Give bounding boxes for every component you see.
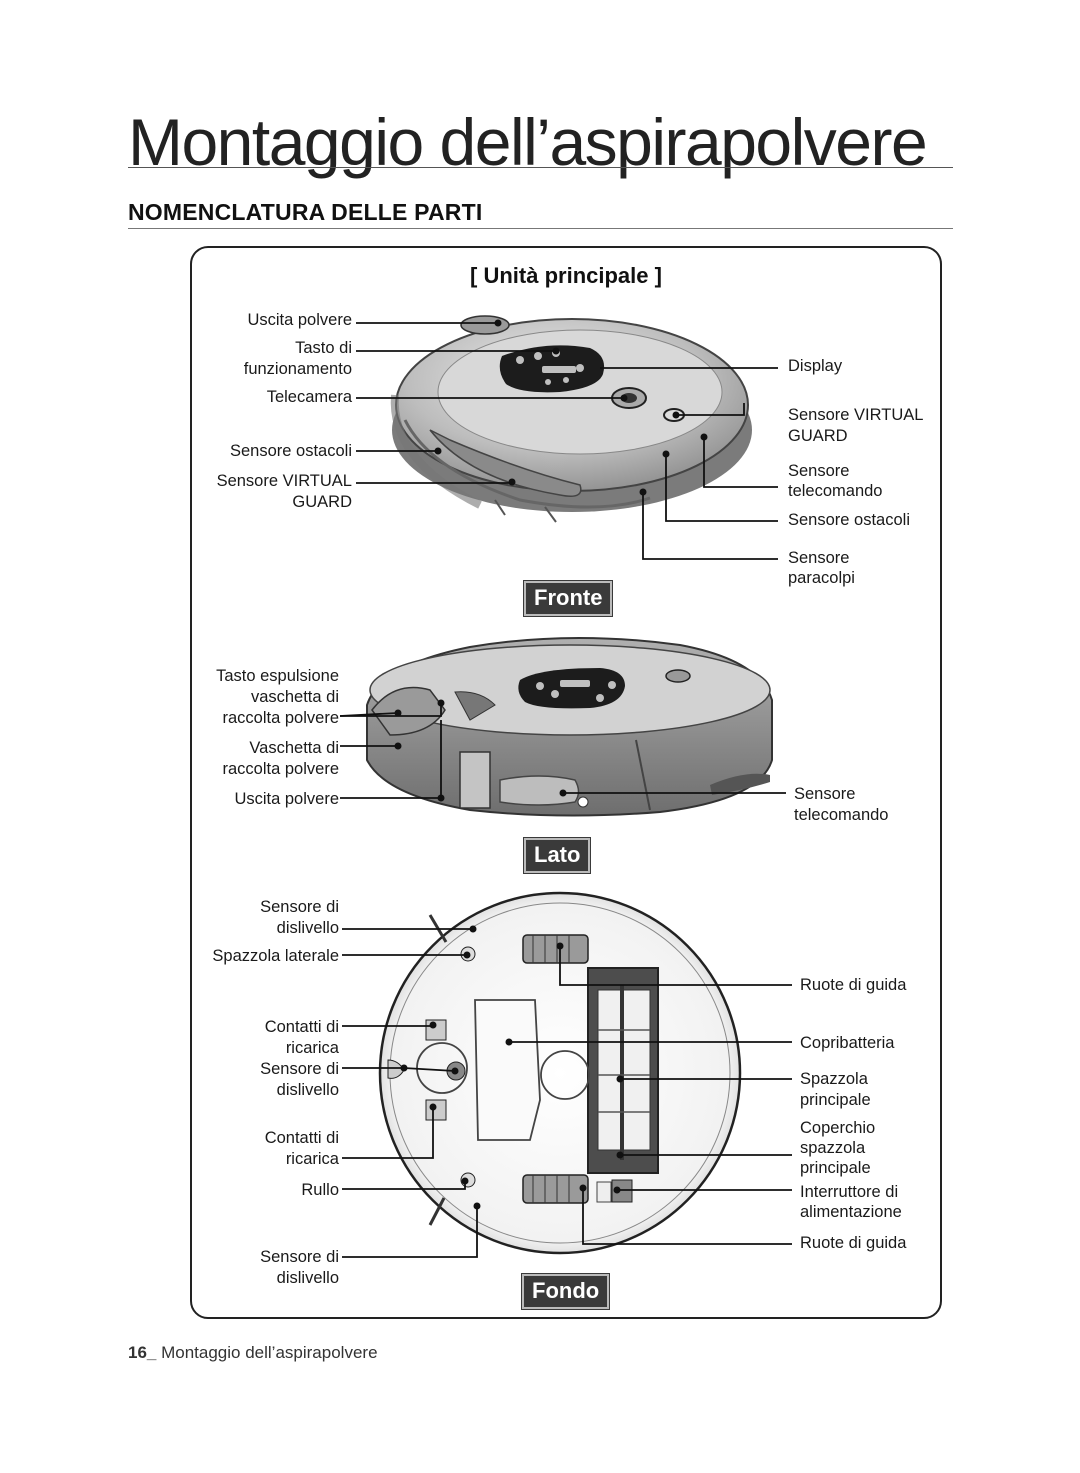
label-contacts-2a: Contatti di [264,1129,339,1147]
label-cliff-3b: dislivello [276,1269,339,1287]
label-eject-3: raccolta polvere [222,709,339,727]
label-dust-outlet: Uscita polvere [247,311,352,329]
label-cliff-2a: Sensore di [260,1060,339,1078]
section-title: NOMENCLATURA DELLE PARTI [128,199,483,225]
label-cliff-2b: dislivello [276,1081,339,1099]
badge-front: Fronte [524,581,613,616]
page-title: Montaggio dell’aspirapolvere [128,105,928,179]
robot-side-view [339,636,786,817]
label-cliff-3a: Sensore di [260,1248,339,1266]
label-contacts-1a: Contatti di [264,1018,339,1036]
footer-text: Montaggio dell’aspirapolvere [161,1343,378,1362]
label-brush-cover-2: spazzola [800,1139,866,1157]
badge-side: Lato [524,838,591,873]
page-number: 16_ [128,1343,157,1362]
robot-front-view [356,315,778,560]
parts-frame [190,246,942,1319]
label-virtual-guard-left-1: Sensore VIRTUAL [216,472,352,490]
label-obstacle-sensor: Sensore ostacoli [230,442,352,460]
label-eject-2: vaschetta di [250,688,339,706]
label-battery-cover: Copribatteria [800,1034,895,1052]
page-footer: 16_ Montaggio dell’aspirapolvere [128,1343,378,1363]
label-main-brush-1: Spazzola [800,1070,868,1088]
box-title: [ Unità principale ] [470,263,662,288]
label-roller: Rullo [301,1181,339,1199]
label-guide-wheels-1: Ruote di guida [800,976,907,994]
label-main-brush-2: principale [800,1091,871,1109]
label-virtual-guard-left-2: GUARD [292,493,352,511]
label-eject-1: Tasto espulsione [216,667,339,685]
label-cliff-1b: dislivello [276,919,339,937]
label-power-switch-2: alimentazione [800,1203,902,1221]
label-side-remote-sensor-1: Sensore [794,785,856,803]
label-side-brush: Spazzola laterale [212,947,339,965]
label-obstacle-sensor-right: Sensore ostacoli [788,511,910,529]
label-cliff-1a: Sensore di [260,898,339,916]
label-remote-sensor-1: Sensore [788,462,850,480]
robot-bottom-view [342,891,792,1258]
label-bumper-sensor-1: Sensore [788,549,850,567]
label-brush-cover-3: principale [800,1159,871,1177]
label-contacts-1b: ricarica [285,1039,339,1057]
label-bin-1: Vaschetta di [249,739,339,757]
title-rule [128,167,953,168]
label-operation-button-1: Tasto di [295,339,352,357]
label-brush-cover-1: Coperchio [800,1119,876,1137]
label-side-dust-outlet: Uscita polvere [234,790,339,808]
label-power-switch-1: Interruttore di [800,1183,899,1201]
label-camera: Telecamera [266,388,352,406]
label-bumper-sensor-2: paracolpi [788,569,855,587]
section-rule [128,228,953,229]
label-side-remote-sensor-2: telecomando [794,806,889,824]
label-virtual-guard-right-2: GUARD [788,427,848,445]
label-remote-sensor-2: telecomando [788,482,883,500]
label-display: Display [788,357,843,375]
label-operation-button-2: funzionamento [243,360,352,378]
label-bin-2: raccolta polvere [222,760,339,778]
label-virtual-guard-right-1: Sensore VIRTUAL [788,406,924,424]
badge-bottom: Fondo [522,1274,610,1309]
label-guide-wheels-2: Ruote di guida [800,1234,907,1252]
label-contacts-2b: ricarica [285,1150,339,1168]
